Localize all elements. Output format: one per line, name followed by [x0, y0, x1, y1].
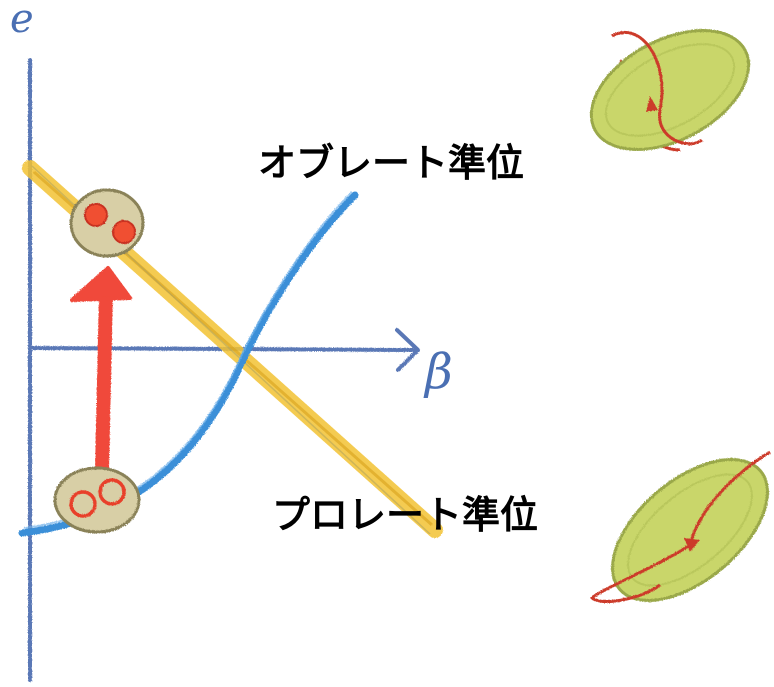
- particle: [84, 203, 108, 227]
- oblate-level-label: オブレート準位: [258, 141, 524, 185]
- prolate-level-label: プロレート準位: [272, 493, 538, 537]
- particle: [69, 490, 97, 518]
- transition-arrow: [70, 266, 132, 477]
- x-axis-label: β: [423, 344, 453, 400]
- arrow-shaft: [95, 285, 113, 477]
- x-axis-arrowhead: [395, 328, 420, 372]
- upper-particle-cluster: [69, 188, 145, 258]
- particle: [112, 220, 136, 244]
- prolate-spheroid-icon: [589, 450, 771, 604]
- particle: [98, 478, 126, 506]
- y-axis-label: e: [10, 0, 34, 42]
- arrow-head: [70, 266, 132, 302]
- oblate-spheroid-icon: [589, 28, 751, 152]
- lower-particle-cluster: [53, 466, 141, 534]
